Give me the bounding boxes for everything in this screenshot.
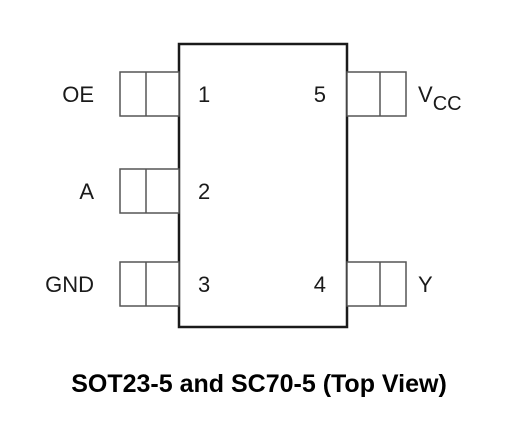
pin-number-4: 4 [314,272,326,297]
pin-label-vcc: VCC [418,82,462,115]
pin-number-2: 2 [198,179,210,204]
pin-label-oe: OE [62,82,94,107]
pin-stub-4 [346,261,407,307]
pin-label-a: A [79,179,94,204]
package-caption: SOT23-5 and SC70-5 (Top View) [71,370,447,398]
pin-stub-1 [119,71,180,117]
pin-label-vcc-main: V [418,82,433,107]
pin-label-gnd: GND [45,272,94,297]
pin-stub-5 [346,71,407,117]
pin-number-5: 5 [314,82,326,107]
pin-number-3: 3 [198,272,210,297]
pin-stub-3 [119,261,180,307]
pin-label-y: Y [418,272,433,297]
pin-number-1: 1 [198,82,210,107]
pin-label-vcc-sub: CC [433,93,462,115]
pin-stub-2 [119,168,180,214]
package-body [177,42,349,329]
